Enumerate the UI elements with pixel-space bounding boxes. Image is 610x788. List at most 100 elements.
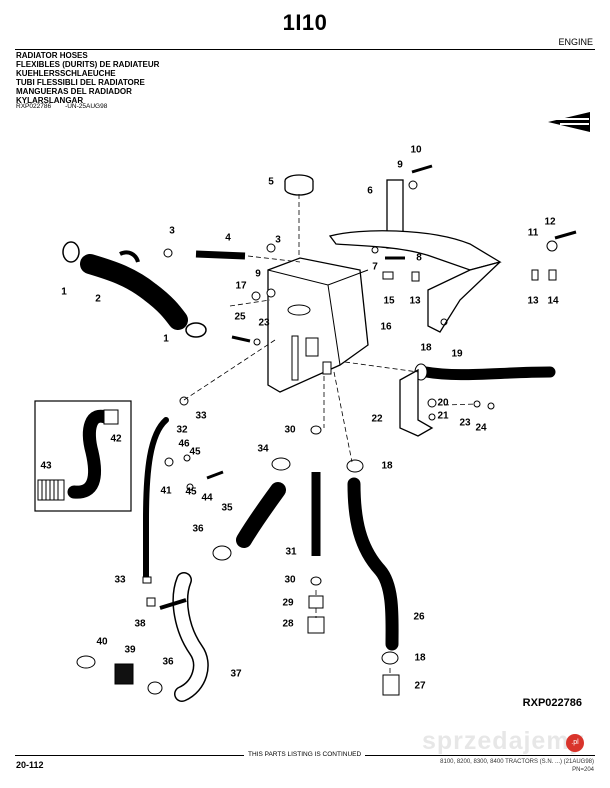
clamp-18-lower xyxy=(381,651,399,665)
callout-35: 35 xyxy=(221,502,233,514)
callout-21: 21 xyxy=(437,410,449,422)
inset-fitting xyxy=(37,479,65,501)
callout-9-b: 9 xyxy=(255,268,261,280)
callout-34: 34 xyxy=(257,443,269,455)
hose-37-bracket xyxy=(159,598,187,610)
watermark: sprzedajemy xyxy=(422,727,585,755)
continued-note: THIS PARTS LISTING IS CONTINUED xyxy=(244,751,366,758)
callout-23: 23 xyxy=(258,317,270,329)
clamp-36-upper xyxy=(212,545,232,561)
title-italian: TUBI FLESSIBLI DEL RADIATORE xyxy=(16,78,145,87)
illustration-reference: RXP022786 -UN-25AUG98 xyxy=(16,103,107,110)
footer-models: 8100, 8200, 8300, 8400 TRACTORS (S.N. ..… xyxy=(440,759,594,765)
callout-30: 30 xyxy=(284,424,296,436)
callout-29: 29 xyxy=(282,597,294,609)
callout-13-b: 13 xyxy=(527,295,539,307)
callout-4: 4 xyxy=(225,232,231,244)
callout-45-b: 45 xyxy=(185,486,197,498)
coolant-tank xyxy=(267,257,369,393)
callout-1-b: 1 xyxy=(163,333,169,345)
callout-18-b: 18 xyxy=(381,460,393,472)
callout-30-b: 30 xyxy=(284,574,296,586)
title-block: RADIATOR HOSES FLEXIBLES (DURITS) DE RAD… xyxy=(16,51,159,105)
callout-7: 7 xyxy=(372,261,378,273)
callout-28: 28 xyxy=(282,618,294,630)
page-code: 1I10 xyxy=(282,10,328,35)
callout-37: 37 xyxy=(230,668,242,680)
callout-16: 16 xyxy=(380,321,392,333)
callout-11: 11 xyxy=(527,227,539,239)
callout-20: 20 xyxy=(437,397,449,409)
callout-10: 10 xyxy=(410,144,422,156)
callout-3: 3 xyxy=(169,225,175,237)
callout-41: 41 xyxy=(160,485,172,497)
footer-pn: PN=204 xyxy=(572,767,594,773)
direction-arrow-icon xyxy=(548,112,590,132)
callout-9: 9 xyxy=(397,159,403,171)
callout-25: 25 xyxy=(234,311,246,323)
leader-lines xyxy=(183,194,477,676)
callout-1: 1 xyxy=(61,286,67,298)
callout-40: 40 xyxy=(96,636,108,648)
upper-radiator-hose xyxy=(62,241,207,338)
hose-26 xyxy=(347,477,399,651)
hose-4 xyxy=(195,250,246,260)
callout-14: 14 xyxy=(547,295,559,307)
clamp-30-upper xyxy=(310,425,322,435)
callout-15: 15 xyxy=(383,295,395,307)
hose-39 xyxy=(114,663,134,685)
callout-23-b: 23 xyxy=(459,417,471,429)
hose-35 xyxy=(236,482,286,548)
nut-38 xyxy=(146,597,156,607)
callout-39: 39 xyxy=(124,644,136,656)
callout-19: 19 xyxy=(451,348,463,360)
inset-hose xyxy=(67,409,119,499)
callout-32: 32 xyxy=(176,424,188,436)
clamp-18-middle xyxy=(346,459,364,473)
callout-42: 42 xyxy=(110,433,122,445)
bracket-22 xyxy=(399,368,434,437)
reference-id: RXP022786 xyxy=(16,103,52,110)
clamp-40 xyxy=(76,655,96,669)
callout-33: 33 xyxy=(195,410,207,422)
callout-17: 17 xyxy=(235,280,247,292)
callout-27: 27 xyxy=(414,680,426,692)
callout-2: 2 xyxy=(95,293,101,305)
title-spanish: MANGUERAS DEL RADIADOR xyxy=(16,87,132,96)
title-swedish: KYLARSLANGAR xyxy=(16,96,84,105)
hardware xyxy=(163,164,577,491)
callout-26: 26 xyxy=(413,611,425,623)
callout-6: 6 xyxy=(367,185,373,197)
mounting-bracket xyxy=(328,179,502,333)
callout-33-b: 33 xyxy=(114,574,126,586)
watermark-badge: .pl xyxy=(566,734,584,752)
callout-3-b: 3 xyxy=(275,234,281,246)
callout-18: 18 xyxy=(420,342,432,354)
figure-id: RXP022786 xyxy=(522,697,582,709)
callout-24: 24 xyxy=(475,422,487,434)
callout-22: 22 xyxy=(371,413,383,425)
callout-8: 8 xyxy=(416,252,422,264)
callout-45: 45 xyxy=(189,446,201,458)
callout-31: 31 xyxy=(285,546,297,558)
callout-13: 13 xyxy=(409,295,421,307)
header-rule xyxy=(15,49,595,50)
title-english: RADIATOR HOSES xyxy=(16,51,88,60)
section-label: ENGINE xyxy=(558,37,593,47)
clamp-33 xyxy=(142,576,152,584)
title-french: FLEXIBLES (DURITS) DE RADIATEUR xyxy=(16,60,160,69)
callout-46: 46 xyxy=(178,438,190,450)
callout-5: 5 xyxy=(268,176,274,188)
reference-date: -UN-25AUG98 xyxy=(65,103,108,110)
hose-32 xyxy=(143,417,169,583)
radiator-cap xyxy=(284,174,314,196)
callout-43: 43 xyxy=(40,460,52,472)
callout-36-b: 36 xyxy=(162,656,174,668)
page-number: 20-112 xyxy=(16,760,44,770)
callout-18-c: 18 xyxy=(414,652,426,664)
inset-box xyxy=(34,400,132,512)
title-german: KUEHLERSSCHLAEUCHE xyxy=(16,69,116,78)
clamp-36-lower xyxy=(147,681,163,695)
callout-12: 12 xyxy=(544,216,556,228)
